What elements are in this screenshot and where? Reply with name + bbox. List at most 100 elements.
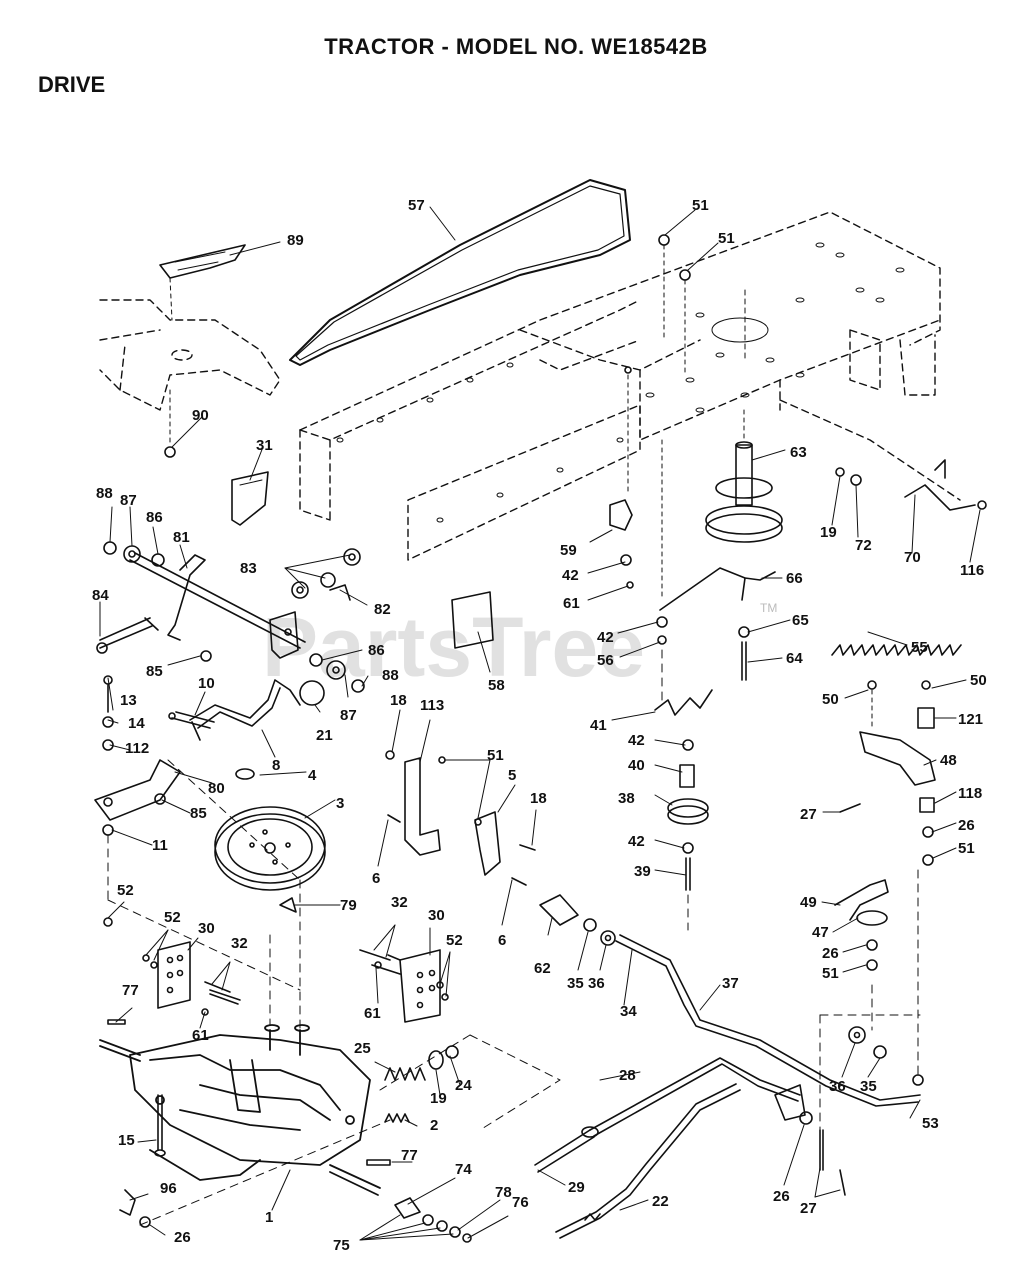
callout-52: 52 bbox=[164, 909, 181, 926]
callout-50: 50 bbox=[970, 672, 987, 689]
callout-15: 15 bbox=[118, 1132, 135, 1149]
callout-82: 82 bbox=[374, 601, 391, 618]
callout-118: 118 bbox=[958, 785, 982, 802]
callout-37: 37 bbox=[722, 975, 739, 992]
callout-88: 88 bbox=[96, 485, 113, 502]
washers-left-upper bbox=[103, 541, 165, 567]
callout-32: 32 bbox=[231, 935, 248, 952]
callout-14: 14 bbox=[128, 715, 145, 732]
callout-18: 18 bbox=[530, 790, 547, 807]
transaxle-1 bbox=[99, 1024, 381, 1196]
bracket-5 bbox=[474, 811, 536, 886]
callout-31: 31 bbox=[256, 437, 273, 454]
nut-53 bbox=[912, 1074, 924, 1086]
callout-112: 112 bbox=[125, 740, 149, 757]
callout-6: 6 bbox=[372, 870, 380, 887]
bolts-10 bbox=[168, 711, 215, 729]
callout-89: 89 bbox=[287, 232, 304, 249]
callout-66: 66 bbox=[786, 570, 803, 587]
callout-25: 25 bbox=[354, 1040, 371, 1057]
callout-2: 2 bbox=[430, 1117, 438, 1134]
page-title: TRACTOR - MODEL NO. WE18542B bbox=[324, 34, 708, 59]
callout-74: 74 bbox=[455, 1161, 472, 1178]
lever-8 bbox=[189, 679, 325, 741]
callout-51: 51 bbox=[718, 230, 735, 247]
washer-24 bbox=[445, 1045, 459, 1059]
callout-5: 5 bbox=[508, 767, 516, 784]
spring-2 bbox=[384, 1113, 410, 1123]
callout-83: 83 bbox=[240, 560, 257, 577]
belt-57 bbox=[289, 179, 631, 366]
callout-26: 26 bbox=[174, 1229, 191, 1246]
callout-87: 87 bbox=[340, 707, 357, 724]
callout-50: 50 bbox=[822, 691, 839, 708]
callout-35: 35 bbox=[860, 1078, 877, 1095]
nut-51-upper bbox=[658, 234, 670, 246]
leader-lines bbox=[99, 206, 981, 1241]
section-title: DRIVE bbox=[38, 72, 106, 97]
callout-64: 64 bbox=[786, 650, 803, 667]
callout-51: 51 bbox=[487, 747, 504, 764]
spring-55 bbox=[831, 644, 962, 656]
callout-55: 55 bbox=[911, 639, 928, 656]
callout-86: 86 bbox=[146, 509, 163, 526]
front-cover-outline bbox=[99, 299, 281, 411]
key-4 bbox=[235, 768, 255, 780]
callout-34: 34 bbox=[620, 1003, 637, 1020]
bracket-31 bbox=[231, 471, 269, 526]
callout-32: 32 bbox=[391, 894, 408, 911]
callout-41: 41 bbox=[590, 717, 607, 734]
callout-51: 51 bbox=[692, 197, 709, 214]
alignment-lines bbox=[107, 649, 921, 1226]
callout-36: 36 bbox=[829, 1078, 846, 1095]
callout-121: 121 bbox=[958, 711, 983, 728]
bolt-15 bbox=[154, 1094, 166, 1157]
pulley-3 bbox=[214, 806, 326, 891]
callout-40: 40 bbox=[628, 757, 645, 774]
callout-26: 26 bbox=[822, 945, 839, 962]
callout-116: 116 bbox=[960, 562, 984, 579]
callout-26: 26 bbox=[958, 817, 975, 834]
key-79 bbox=[279, 897, 297, 913]
callout-19: 19 bbox=[430, 1090, 447, 1107]
callout-51: 51 bbox=[822, 965, 839, 982]
callout-24: 24 bbox=[455, 1077, 472, 1094]
callout-49: 49 bbox=[800, 894, 817, 911]
callout-28: 28 bbox=[619, 1067, 636, 1084]
callout-70: 70 bbox=[904, 549, 921, 566]
bracket-30-right bbox=[359, 949, 449, 1023]
watermark-tm: TM bbox=[760, 601, 777, 615]
callout-36: 36 bbox=[588, 975, 605, 992]
callout-65: 65 bbox=[792, 612, 809, 629]
callout-3: 3 bbox=[336, 795, 344, 812]
spring-25 bbox=[384, 1067, 426, 1081]
callout-27: 27 bbox=[800, 806, 817, 823]
callout-labels: 89 57 51 51 90 31 88 87 86 81 83 82 84 8… bbox=[92, 197, 987, 1254]
callout-88: 88 bbox=[382, 667, 399, 684]
callout-18: 18 bbox=[390, 692, 407, 709]
washers-right bbox=[309, 653, 365, 693]
rod-66 bbox=[656, 439, 776, 681]
washer-72 bbox=[850, 474, 862, 486]
plate-58 bbox=[451, 591, 494, 649]
callout-22: 22 bbox=[652, 1193, 669, 1210]
callout-79: 79 bbox=[340, 897, 357, 914]
callout-81: 81 bbox=[173, 529, 190, 546]
callout-11: 11 bbox=[152, 837, 168, 854]
callout-30: 30 bbox=[198, 920, 215, 937]
callout-77: 77 bbox=[122, 982, 139, 999]
callout-10: 10 bbox=[198, 675, 215, 692]
rod-70 bbox=[904, 459, 987, 511]
callout-42: 42 bbox=[597, 629, 614, 646]
callout-42: 42 bbox=[562, 567, 579, 584]
bushing-19-upper bbox=[835, 467, 845, 477]
callout-53: 53 bbox=[922, 1115, 939, 1132]
callout-51: 51 bbox=[958, 840, 975, 857]
callout-87: 87 bbox=[120, 492, 137, 509]
callout-4: 4 bbox=[308, 767, 317, 784]
callout-85: 85 bbox=[190, 805, 207, 822]
callout-21: 21 bbox=[316, 727, 333, 744]
callout-6: 6 bbox=[498, 932, 506, 949]
